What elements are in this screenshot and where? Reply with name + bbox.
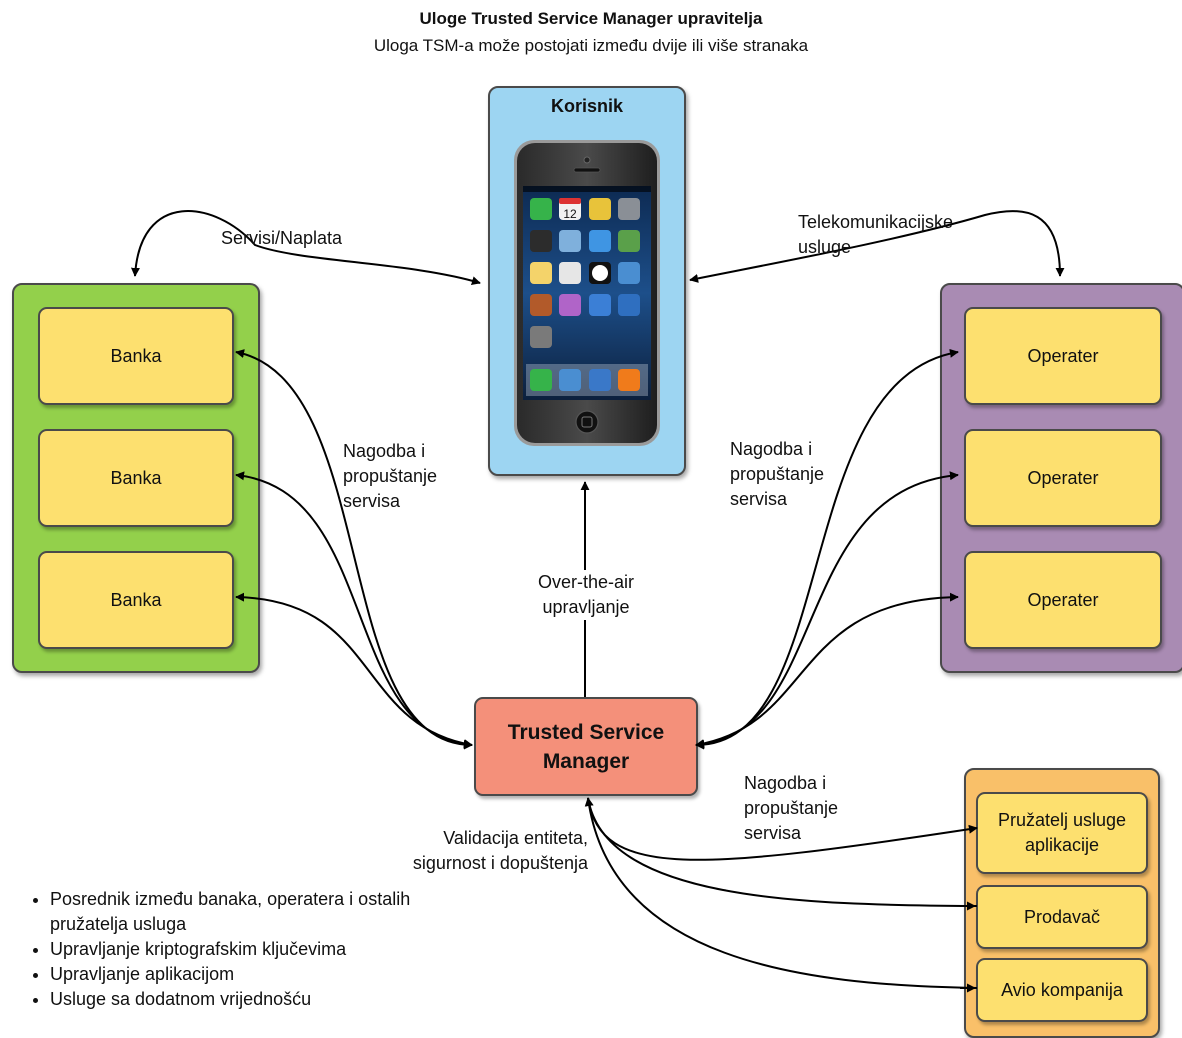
arrow-tsm-merchant bbox=[587, 797, 978, 907]
diagram-subtitle: Uloga TSM-a može postojati između dvije … bbox=[373, 36, 809, 55]
label-settlement-right: Nagodba i propuštanje servisa bbox=[730, 437, 824, 512]
arrow-tsm-operator-2 bbox=[695, 471, 959, 749]
operator-box-1: Operater bbox=[964, 307, 1162, 405]
label-line: Nagodba i bbox=[730, 439, 813, 459]
tsm-label-1: Trusted Service bbox=[507, 720, 665, 744]
tsm-role-list: Posrednik između banaka, operatera i ost… bbox=[30, 887, 490, 1012]
operator-box-2: Operater bbox=[964, 429, 1162, 527]
bank-box-3: Banka bbox=[38, 551, 234, 649]
label-line: Nagodba i bbox=[744, 773, 827, 793]
label-ota: Over-the-air upravljanje bbox=[527, 570, 645, 620]
bank-label: Banka bbox=[110, 589, 162, 610]
tsm-label-2: Manager bbox=[542, 749, 630, 773]
list-item: Upravljanje kriptografskim ključevima bbox=[50, 937, 490, 962]
label-settlement-bottom: Nagodba i propuštanje servisa bbox=[744, 771, 838, 846]
bank-box-2: Banka bbox=[38, 429, 234, 527]
operator-label: Operater bbox=[1027, 467, 1099, 488]
label-line: propuštanje bbox=[744, 798, 839, 818]
smartphone-icon: 12 bbox=[514, 140, 660, 446]
label-ota-1: Over-the-air bbox=[537, 572, 635, 592]
app-grid: 12 bbox=[526, 198, 648, 396]
label-validation-2: sigurnost i dopuštenja bbox=[412, 853, 588, 873]
label-line: servisa bbox=[343, 491, 401, 511]
diagram-title: Uloge Trusted Service Manager upravitelj… bbox=[419, 9, 763, 28]
label-settlement-left: Nagodba i propuštanje servisa bbox=[343, 439, 437, 514]
label-line: propuštanje bbox=[343, 466, 438, 486]
label-line: propuštanje bbox=[730, 464, 825, 484]
operator-box-3: Operater bbox=[964, 551, 1162, 649]
label-line: servisa bbox=[744, 823, 802, 843]
airline-label: Avio kompanija bbox=[1001, 979, 1123, 1000]
label-telecom-1: Telekomunikacijske bbox=[798, 212, 954, 232]
arrow-tsm-bank-2 bbox=[235, 471, 473, 749]
label-services-billing: Servisi/Naplata bbox=[221, 228, 343, 248]
label-telecom: Telekomunikacijske usluge bbox=[798, 210, 953, 260]
arrow-tsm-bank-3 bbox=[235, 592, 473, 749]
label-line: servisa bbox=[730, 489, 788, 509]
merchant-label: Prodavač bbox=[1023, 906, 1101, 927]
calendar-day: 12 bbox=[563, 207, 577, 221]
app-provider-label-2: aplikacije bbox=[1024, 835, 1100, 855]
list-item: Posrednik između banaka, operatera i ost… bbox=[50, 887, 490, 937]
home-button-icon bbox=[575, 410, 599, 434]
arrow-services-billing bbox=[130, 210, 481, 285]
user-label: Korisnik bbox=[550, 96, 624, 116]
bank-box-1: Banka bbox=[38, 307, 234, 405]
merchant-box: Prodavač bbox=[976, 885, 1148, 949]
operator-label: Operater bbox=[1027, 345, 1099, 366]
label-telecom-2: usluge bbox=[798, 237, 852, 257]
arrow-tsm-operator-1 bbox=[695, 348, 959, 750]
label-validation: Validacija entiteta, sigurnost i dopušte… bbox=[360, 826, 588, 876]
list-item: Upravljanje aplikacijom bbox=[50, 962, 490, 987]
arrow-tsm-operator-3 bbox=[695, 592, 959, 749]
list-item: Usluge sa dodatnom vrijednošću bbox=[50, 987, 490, 1012]
label-validation-1: Validacija entiteta, bbox=[443, 828, 588, 848]
arrow-tsm-bank-1 bbox=[235, 349, 473, 750]
bank-label: Banka bbox=[110, 345, 162, 366]
label-ota-2: upravljanje bbox=[542, 597, 630, 617]
bank-label: Banka bbox=[110, 467, 162, 488]
arrow-tsm-airline bbox=[587, 797, 978, 989]
airline-box: Avio kompanija bbox=[976, 958, 1148, 1022]
app-provider-box: Pružatelj usluge aplikacije bbox=[976, 792, 1148, 874]
app-provider-label-1: Pružatelj usluge bbox=[997, 810, 1127, 830]
arrow-telecom-services bbox=[689, 210, 1065, 283]
operator-label: Operater bbox=[1027, 589, 1099, 610]
label-line: Nagodba i bbox=[343, 441, 426, 461]
